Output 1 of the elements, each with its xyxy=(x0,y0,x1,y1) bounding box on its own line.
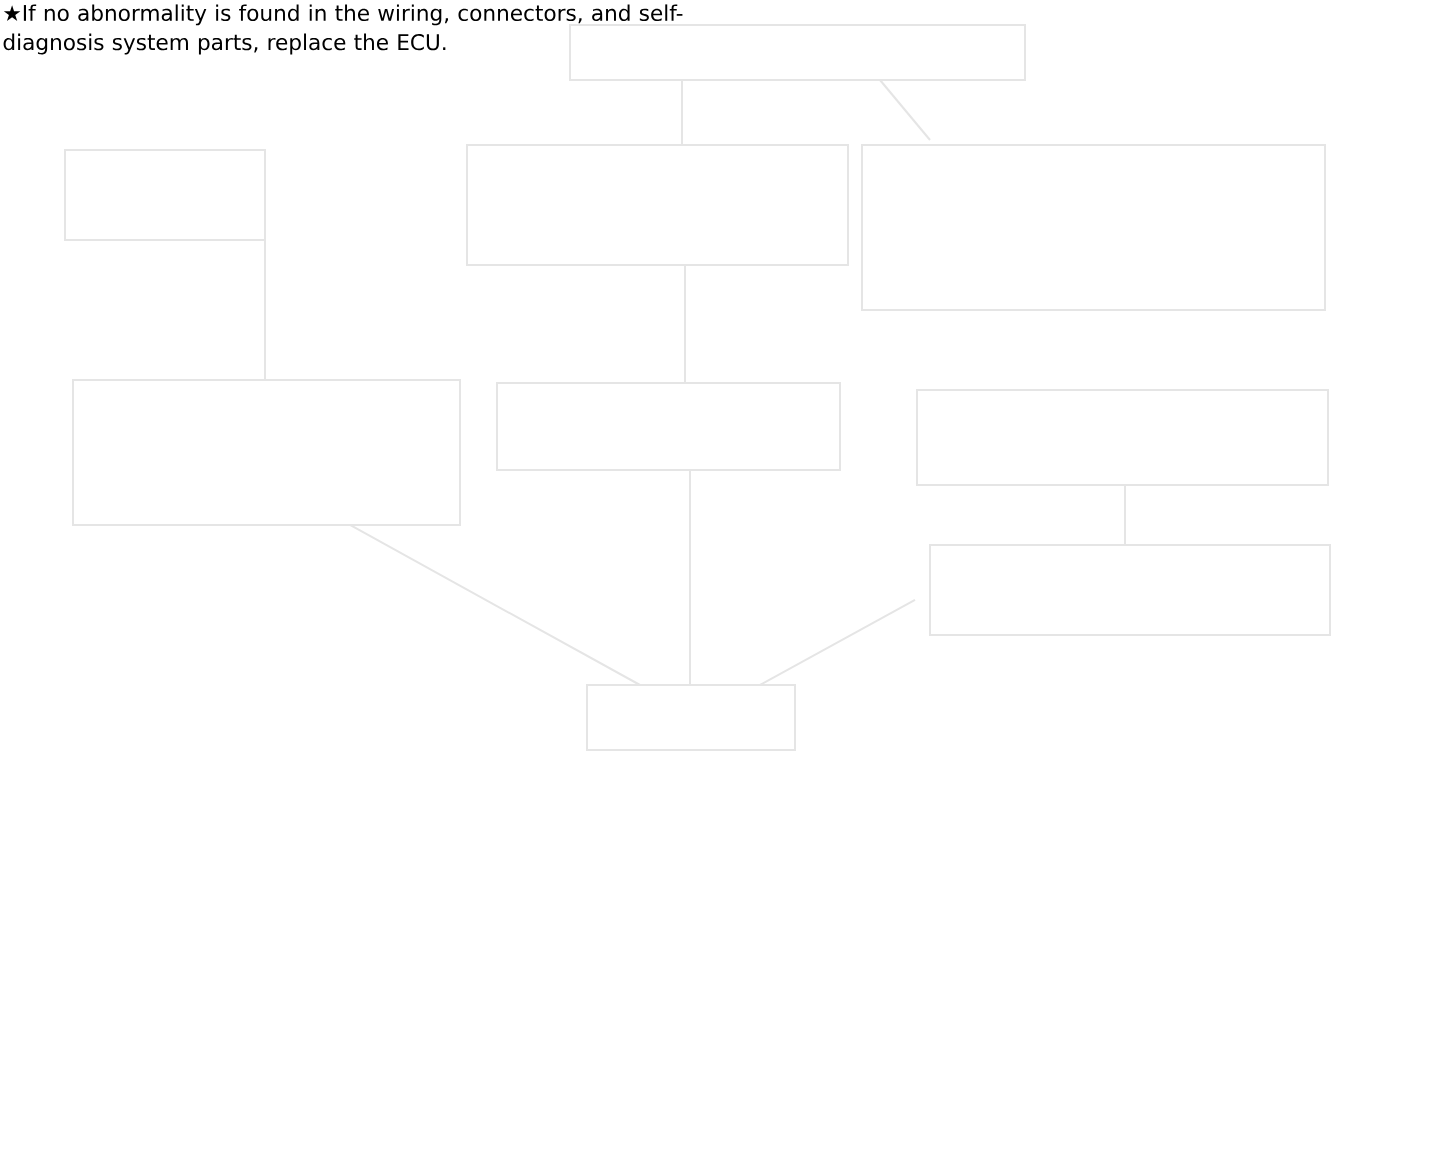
note-text: ★If no abnormality is found in the wiring, connectors, and self-diagnosis system parts, replace the ECU. xyxy=(3,4,683,55)
